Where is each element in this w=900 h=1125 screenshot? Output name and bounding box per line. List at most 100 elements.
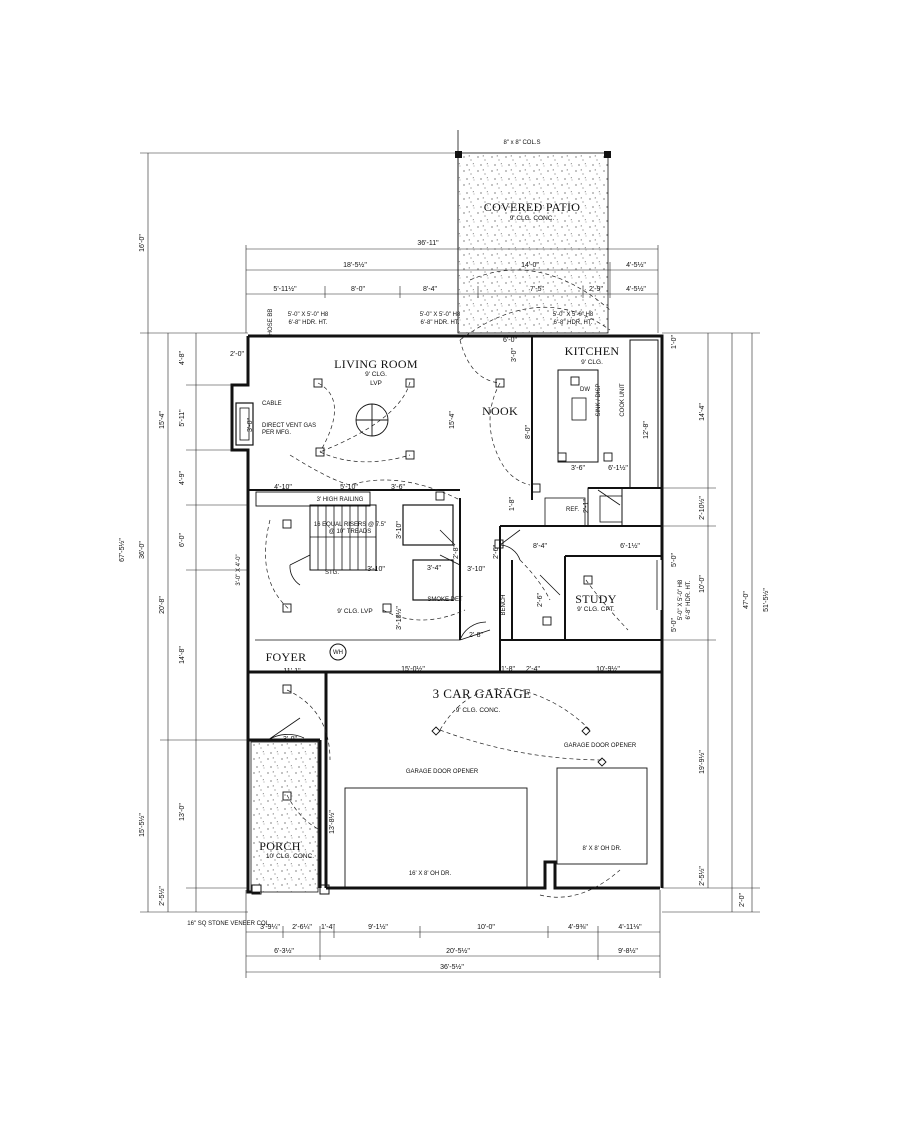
fireplace-note-2: PER MFG. xyxy=(262,430,291,436)
dim-left-f: 20'-8" xyxy=(159,596,166,614)
dim-left-patio: 16'-0" xyxy=(139,234,146,252)
dim-right-j: 5'-0" xyxy=(671,618,678,632)
dim-gar-2: 1'-8" xyxy=(501,666,515,673)
dim-right-g: 2'-5½" xyxy=(698,866,706,886)
garage-opener-right: GARAGE DOOR OPENER xyxy=(564,743,637,749)
foyer-label: FOYER xyxy=(266,650,307,664)
dim-top-a: 18'-5½" xyxy=(343,261,367,269)
dim-bottom-a: 3'-9¼" xyxy=(260,924,280,931)
porch-detail: 10' CLG. CONC. xyxy=(266,853,314,860)
dim-top-f: 8'-4" xyxy=(423,286,437,293)
interior-dimensions: 2'-0" 3'-0" 15'-4" 4'-10" 5'-10" 3'-6" 6… xyxy=(230,337,640,834)
dim-lnd-1: 2'-6" xyxy=(493,545,500,559)
dim-right-d: 10'-0" xyxy=(699,575,706,593)
dim-gar-3: 2'-4" xyxy=(526,666,540,673)
dim-top-e: 8'-0" xyxy=(351,286,365,293)
railing-note: 3' HIGH RAILING xyxy=(317,497,364,503)
dim-bottom-c: 1'-4" xyxy=(321,924,335,931)
garage-detail: 9' CLG. CONC. xyxy=(456,707,501,714)
living-room-ceiling: 9' CLG. xyxy=(365,371,387,378)
dim-liv-3: 15'-4" xyxy=(449,411,456,429)
dim-right-c: 2'-10½" xyxy=(698,496,706,520)
nook-label: NOOK xyxy=(482,404,518,418)
dim-left-d: 15'-4" xyxy=(159,411,166,429)
dim-right-h: 1'-0" xyxy=(671,335,678,349)
stairs-note-1: 16 EQUAL RISERS @ 7.5" xyxy=(314,522,386,528)
dim-left-i: 2'-5½" xyxy=(158,886,166,906)
study-label: STUDY xyxy=(575,592,617,606)
dim-k4: 2'-1" xyxy=(583,499,590,513)
dim-gar-4: 10'-9½" xyxy=(596,665,620,673)
dim-liv-6: 3'-6" xyxy=(391,484,405,491)
dim-liv-1: 2'-0" xyxy=(230,351,244,358)
cooktop-note: COOK UNIT xyxy=(620,383,626,417)
room-labels: LIVING ROOM 9' CLG. LVP NOOK KITCHEN 9' … xyxy=(266,344,620,714)
dim-bottom-b: 2'-6¼" xyxy=(292,924,312,931)
dim-kit-2: 6'-1½" xyxy=(608,464,628,472)
dim-liv-2: 3'-0" xyxy=(247,418,254,432)
dim-kit-1: 3'-6" xyxy=(571,465,585,472)
dim-top-h: 2'-9" xyxy=(589,286,603,293)
plan-notes: REF. DW SINK / DISP COOK UNIT BENCH GARA… xyxy=(236,309,692,877)
dim-right-i: 5'-0" xyxy=(671,553,678,567)
door-swings xyxy=(267,489,664,741)
dim-top-g: 7'-5" xyxy=(530,286,544,293)
win-note-1: 5'-0" X 5'-0" H8 xyxy=(288,312,329,318)
hdr-note-2: 6'-8" HDR. HT. xyxy=(421,320,460,326)
dim-top-i: 4'-5½" xyxy=(626,285,646,293)
right-dimensions: 51'-5½" 47'-0" 14'-4" 2'-10½" 10'-0" 19'… xyxy=(643,332,770,913)
dim-right-a: 47'-0" xyxy=(743,591,750,609)
dim-hall-8: 2'-8" xyxy=(453,545,460,559)
dim-top-c: 4'-5½" xyxy=(626,261,646,269)
dim-hall-9: 2'-8" xyxy=(469,632,483,639)
dim-left-c: 4'-9" xyxy=(179,471,186,485)
dim-foy-1: 3'-0" xyxy=(283,736,297,743)
hdr-note-3: 6'-8" HDR. HT. xyxy=(554,320,593,326)
dim-left-porch-outer: 15'-5½" xyxy=(138,813,146,837)
dim-right-e: 19'-9½" xyxy=(698,750,706,774)
dim-top-d: 5'-11½" xyxy=(273,285,297,293)
porch-label: PORCH xyxy=(259,839,301,853)
dim-nook-1: 6'-0" xyxy=(503,337,517,344)
patio-label: COVERED PATIO xyxy=(484,200,581,214)
dw-note: DW xyxy=(580,387,590,393)
kitchen-ceiling: 9' CLG. xyxy=(581,359,603,366)
dim-bottom-e: 10'-0" xyxy=(477,924,495,931)
dim-hall-6: 3'-10" xyxy=(467,566,485,573)
win-note-2: 5'-0" X 5'-0" H8 xyxy=(420,312,461,318)
study-hdr-note: 6'-8" HDR. HT. xyxy=(686,580,692,619)
door-large-note: 16' X 8' OH DR. xyxy=(409,871,452,877)
dim-left-a: 4'-8" xyxy=(179,351,186,365)
dim-top-overall: 36'-11" xyxy=(417,240,439,247)
stairs-note-2: @ 10" TREADS xyxy=(329,529,371,535)
door-small-note: 8' X 8' OH DR. xyxy=(583,846,622,852)
dim-right-f: 2'-0" xyxy=(739,893,746,907)
electrical-circuits xyxy=(265,269,629,898)
dim-left-h: 13'-0" xyxy=(179,803,186,821)
dim-hall-4: 3'-10" xyxy=(367,566,385,573)
dim-bottom-f: 4'-9⅜" xyxy=(568,924,588,931)
dim-bottom-g: 4'-11⅛" xyxy=(618,924,642,931)
fireplace-note-1: DIRECT VENT GAS xyxy=(262,423,316,429)
dim-bottom-d: 9'-1½" xyxy=(368,923,388,931)
dim-left-overall: 67'-5½" xyxy=(118,538,126,562)
stone-col-note: 16" SQ STONE VENEER COL. xyxy=(187,921,271,927)
dim-hall-2: 6'-1½" xyxy=(620,542,640,550)
dim-hall-7: 3'-10½" xyxy=(395,606,403,630)
study-win-note: 5'-0" X 5'-0" H8 xyxy=(678,579,684,620)
covered-patio: 8" x 8" COL.S COVERED PATIO 9' CLG. CONC… xyxy=(455,130,611,334)
dim-bottom-overall: 36'-5½" xyxy=(440,963,464,971)
living-room-label: LIVING ROOM xyxy=(334,357,418,371)
porch: PORCH 10' CLG. CONC. 16" SQ STONE VENEER… xyxy=(187,741,330,927)
sink-note: SINK / DISP xyxy=(596,383,602,416)
top-dimensions: 36'-11" 18'-5½" 14'-0" 4'-5½" 5'-11½" 8'… xyxy=(245,240,659,333)
dim-nook-2: 3'-0" xyxy=(511,348,518,362)
patio-detail: 9' CLG. CONC. xyxy=(510,215,555,222)
dim-hall-5: 3'-4" xyxy=(427,565,441,572)
dim-nook-3: 8'-0" xyxy=(525,425,532,439)
dim-left-g: 14'-8" xyxy=(179,646,186,664)
win-note-3: 5'-0" X 5'-0" H8 xyxy=(553,312,594,318)
dim-k3: 1'-8" xyxy=(509,497,516,511)
dim-bottom-h: 6'-3½" xyxy=(274,947,294,955)
fireplace: DIRECT VENT GAS PER MFG. CABLE xyxy=(235,401,316,446)
